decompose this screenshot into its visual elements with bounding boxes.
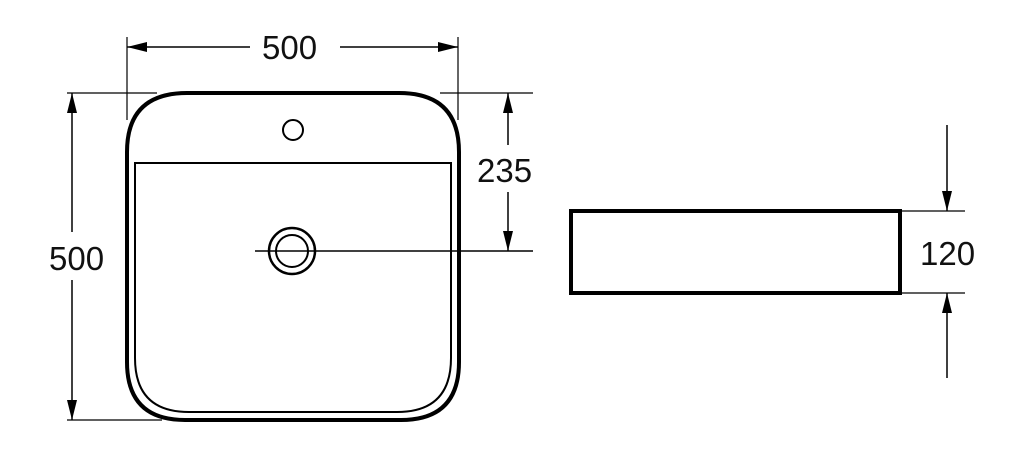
sink-top-view <box>125 91 533 422</box>
tap-hole <box>282 119 304 141</box>
basin-inner-rim <box>134 162 452 413</box>
depth-dimension-label: 500 <box>47 240 107 277</box>
height-dimension <box>902 125 965 378</box>
width-dimension <box>126 37 459 120</box>
side-view-body <box>569 209 902 295</box>
width-dimension-label: 500 <box>260 29 320 66</box>
sink-outer-outline <box>125 91 461 422</box>
drain-offset-dimension <box>440 92 533 251</box>
depth-dimension <box>67 92 162 421</box>
sink-side-view <box>569 209 902 295</box>
drain-offset-dimension-label: 235 <box>475 152 535 189</box>
height-dimension-label: 120 <box>918 235 978 272</box>
